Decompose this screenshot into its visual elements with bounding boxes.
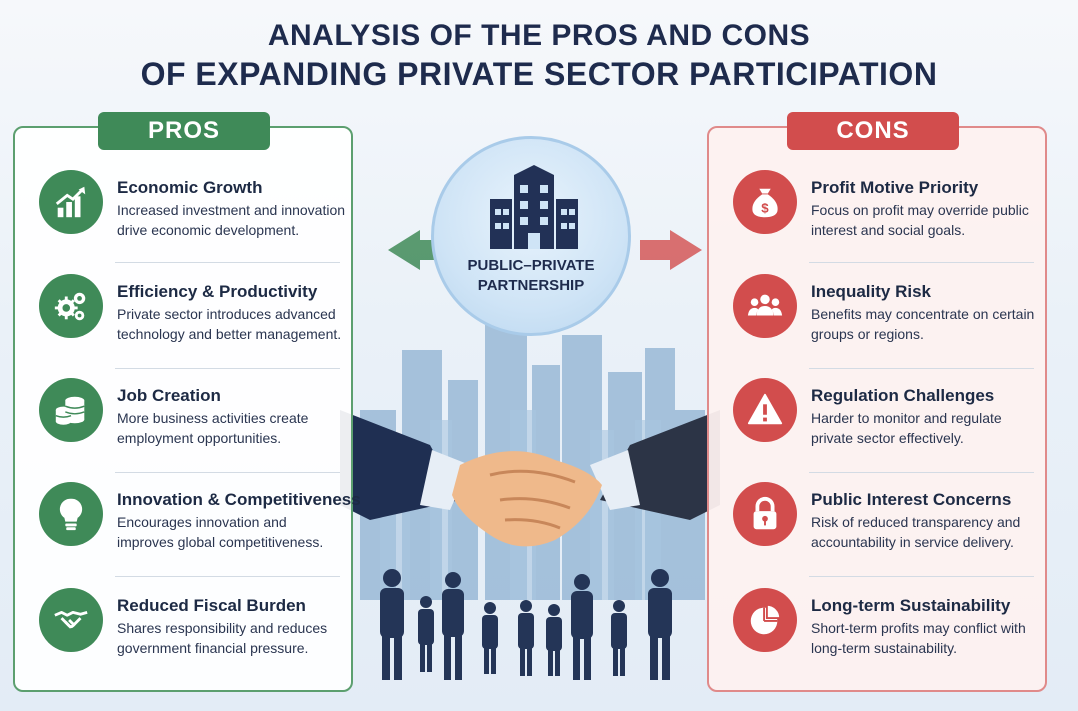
building-icon bbox=[490, 165, 578, 249]
pros-item: Innovation & Competitiveness Encourages … bbox=[15, 462, 361, 566]
title-line-2: OF EXPANDING PRIVATE SECTOR PARTICIPATIO… bbox=[140, 56, 938, 92]
growth-chart-icon bbox=[39, 170, 103, 234]
pros-item-desc: Private sector introduces advanced techn… bbox=[117, 306, 342, 342]
warning-icon bbox=[733, 378, 797, 442]
cons-item: Long-term Sustainability Short-term prof… bbox=[709, 568, 1045, 672]
pros-item-desc: More business activities create employme… bbox=[117, 410, 309, 446]
pros-item: Economic Growth Increased investment and… bbox=[15, 150, 351, 254]
cons-label: CONS bbox=[787, 112, 959, 150]
cons-item-desc: Risk of reduced transparency and account… bbox=[811, 514, 1021, 550]
handshake-icon bbox=[39, 588, 103, 652]
cons-item: Public Interest Concerns Risk of reduced… bbox=[709, 462, 1045, 566]
pros-label: PROS bbox=[98, 112, 270, 150]
arrow-right-icon bbox=[640, 230, 702, 270]
pros-panel: Economic Growth Increased investment and… bbox=[13, 126, 361, 692]
cons-item: Regulation Challenges Harder to monitor … bbox=[709, 358, 1045, 462]
cons-item-desc: Benefits may concentrate on certain grou… bbox=[811, 306, 1035, 342]
infographic-title: ANALYSIS OF THE PROS AND CONS OF EXPANDI… bbox=[0, 18, 1078, 94]
cons-item-desc: Focus on profit may override public inte… bbox=[811, 202, 1029, 238]
pros-item-title: Economic Growth bbox=[117, 178, 263, 197]
pros-item-desc: Increased investment and innovation driv… bbox=[117, 202, 346, 238]
pros-item-title: Job Creation bbox=[117, 386, 221, 405]
coins-icon bbox=[39, 378, 103, 442]
business-people bbox=[380, 569, 672, 680]
center-illustration bbox=[340, 230, 720, 680]
pros-item: Job Creation More business activities cr… bbox=[15, 358, 351, 462]
pie-chart-icon bbox=[733, 588, 797, 652]
cons-item: Inequality Risk Benefits may concentrate… bbox=[709, 254, 1045, 358]
cons-item-title: Long-term Sustainability bbox=[811, 596, 1011, 615]
svg-text:$: $ bbox=[761, 200, 769, 215]
cons-item-desc: Short-term profits may conflict with lon… bbox=[811, 620, 1026, 656]
cons-item-title: Public Interest Concerns bbox=[811, 490, 1012, 509]
partnership-label-line-2: PARTNERSHIP bbox=[477, 277, 585, 294]
divider bbox=[115, 368, 340, 369]
lock-icon bbox=[733, 482, 797, 546]
cons-item: $ Profit Motive Priority Focus on profit… bbox=[709, 150, 1045, 254]
divider bbox=[809, 472, 1034, 473]
pros-item: Reduced Fiscal Burden Shares responsibil… bbox=[15, 568, 351, 672]
divider bbox=[115, 262, 340, 263]
cons-panel: $ Profit Motive Priority Focus on profit… bbox=[707, 126, 1047, 692]
gears-icon bbox=[39, 274, 103, 338]
title-line-1: ANALYSIS OF THE PROS AND CONS bbox=[267, 19, 811, 52]
cons-item-desc: Harder to monitor and regulate private s… bbox=[811, 410, 1002, 446]
partnership-label-line-1: PUBLIC–PRIVATE bbox=[467, 257, 595, 274]
pros-item-desc: Shares responsibility and reduces govern… bbox=[117, 620, 328, 656]
divider bbox=[809, 576, 1034, 577]
cons-item-title: Inequality Risk bbox=[811, 282, 931, 301]
pros-item-title: Efficiency & Productivity bbox=[117, 282, 318, 301]
pros-item: Efficiency & Productivity Private sector… bbox=[15, 254, 351, 358]
pros-item-title: Innovation & Competitiveness bbox=[117, 490, 361, 509]
divider bbox=[809, 262, 1034, 263]
handshake-illustration bbox=[340, 410, 720, 547]
cons-item-title: Regulation Challenges bbox=[811, 386, 995, 405]
partnership-circle bbox=[431, 136, 631, 336]
lightbulb-icon bbox=[39, 482, 103, 546]
cons-item-title: Profit Motive Priority bbox=[811, 178, 979, 197]
pros-item-desc: Encourages innovation and improves globa… bbox=[117, 514, 324, 550]
people-group-icon bbox=[733, 274, 797, 338]
money-bag-icon: $ bbox=[733, 170, 797, 234]
divider bbox=[115, 472, 340, 473]
pros-item-title: Reduced Fiscal Burden bbox=[117, 596, 306, 615]
divider bbox=[115, 576, 340, 577]
partnership-label: PUBLIC–PRIVATE PARTNERSHIP bbox=[431, 256, 631, 296]
divider bbox=[809, 368, 1034, 369]
